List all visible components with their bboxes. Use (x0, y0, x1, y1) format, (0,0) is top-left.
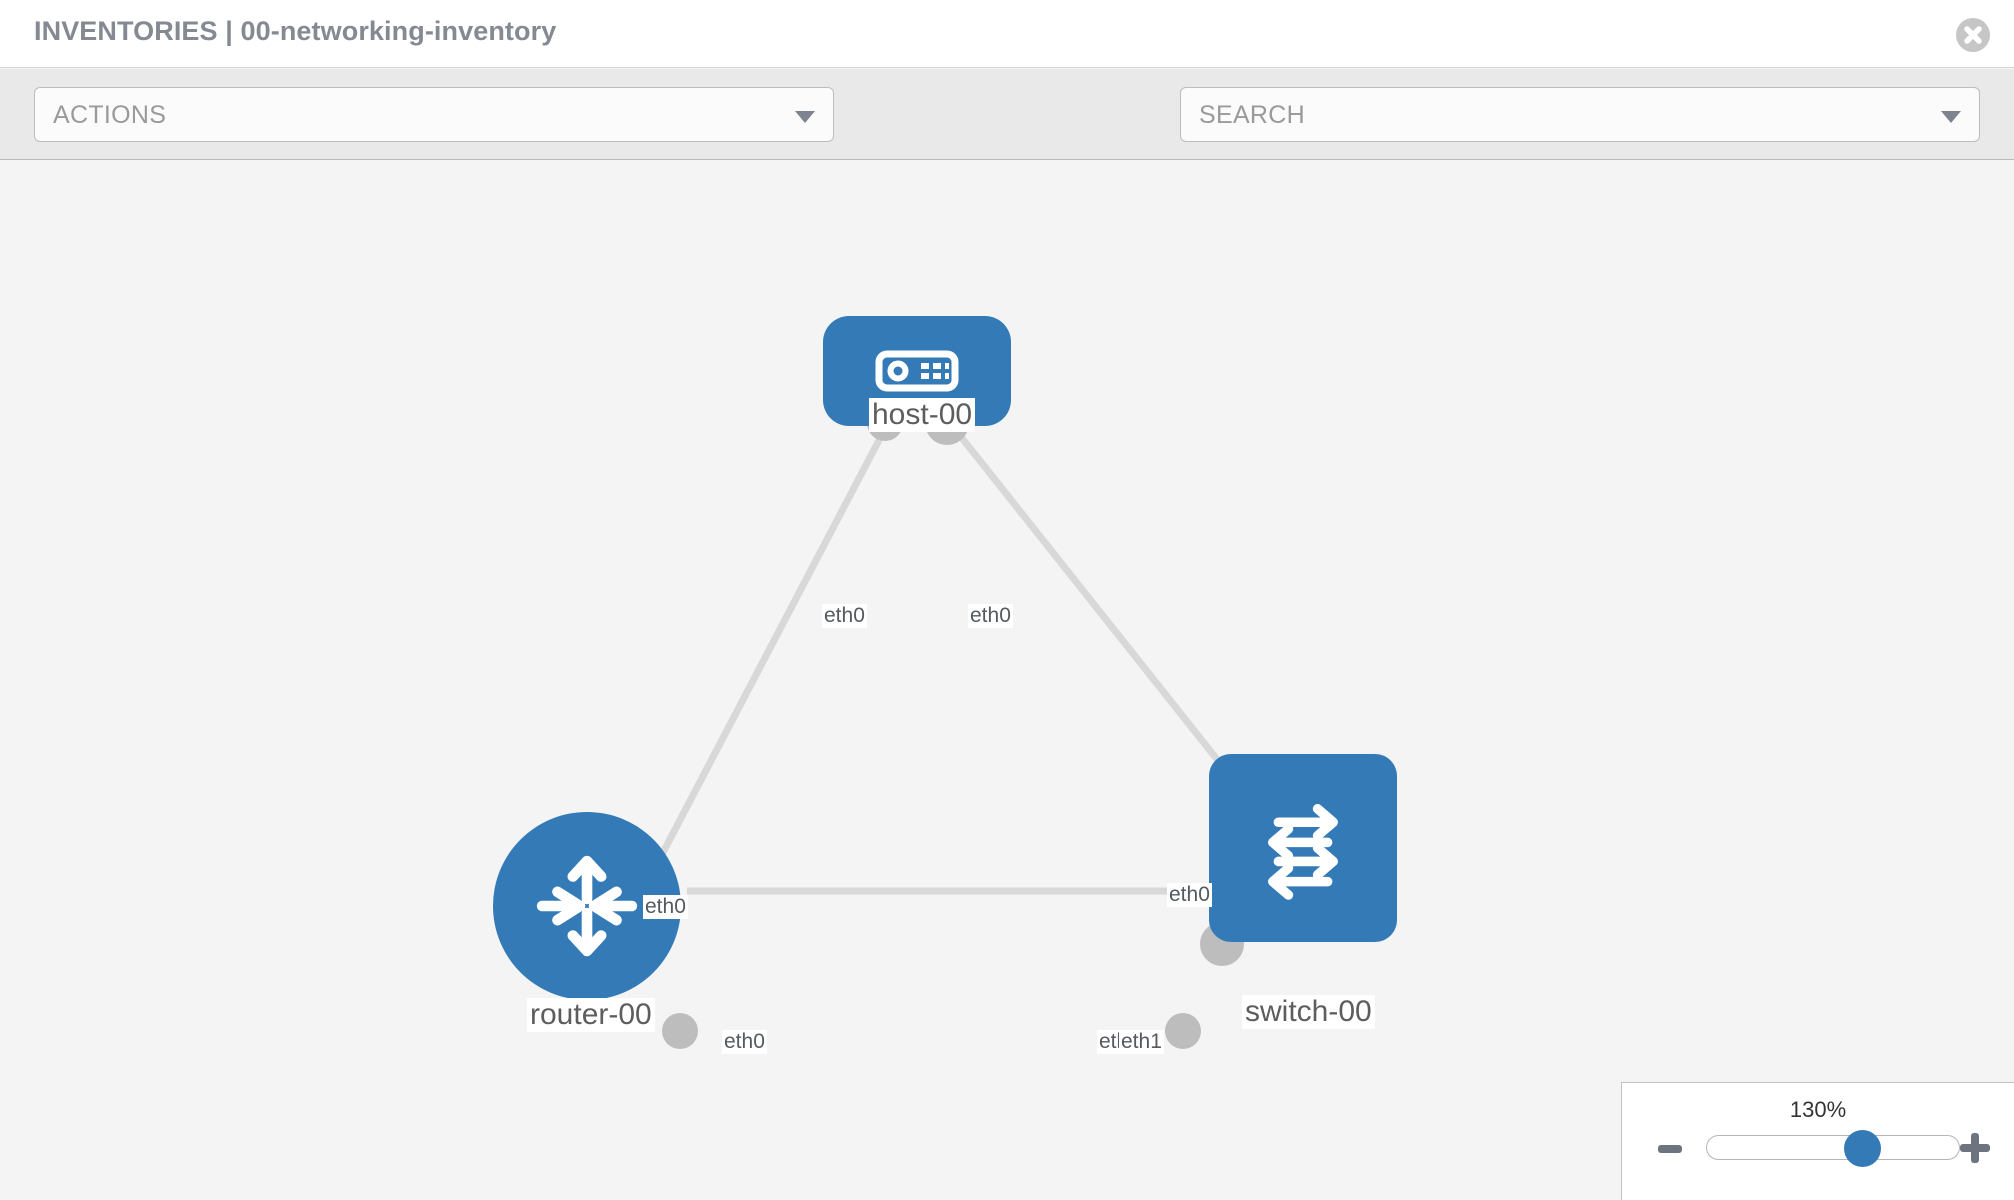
topology-node-router-00[interactable] (493, 812, 681, 1000)
toolbar: ACTIONS SEARCH (0, 69, 2014, 201)
server-appliance-icon[interactable] (823, 316, 1011, 426)
topology-node-switch-00[interactable] (1209, 754, 1397, 942)
topology-link[interactable] (654, 421, 892, 864)
chevron-down-icon[interactable] (1941, 111, 1961, 123)
search-input[interactable]: SEARCH (1180, 87, 1980, 142)
actions-dropdown[interactable]: ACTIONS (34, 87, 834, 142)
zoom-level-value: 130% (1789, 1097, 1847, 1122)
title-bar: INVENTORIES | 00-networking-inventory (0, 0, 2014, 68)
interface-endpoint-icon[interactable] (1165, 1013, 1201, 1049)
interface-endpoint-icon[interactable] (662, 1013, 698, 1049)
topology-links (654, 401, 1244, 1049)
close-icon[interactable] (1956, 18, 1990, 52)
zoom-slider-thumb[interactable] (1843, 1130, 1881, 1167)
actions-dropdown-label: ACTIONS (53, 101, 167, 129)
minus-icon[interactable] (1658, 1145, 1682, 1153)
zoom-slider[interactable] (1706, 1130, 1960, 1167)
topology-node-host-00[interactable] (823, 316, 1011, 426)
chevron-down-icon (795, 111, 815, 123)
search-placeholder: SEARCH (1199, 101, 1305, 129)
router-arrows-icon[interactable] (493, 812, 681, 1000)
zoom-control-panel: 130% (1621, 1082, 2014, 1200)
topology-link[interactable] (947, 420, 1238, 785)
page-title: INVENTORIES | 00-networking-inventory (34, 16, 557, 46)
switch-arrows-icon[interactable] (1209, 754, 1397, 942)
plus-icon[interactable] (1960, 1133, 1990, 1163)
